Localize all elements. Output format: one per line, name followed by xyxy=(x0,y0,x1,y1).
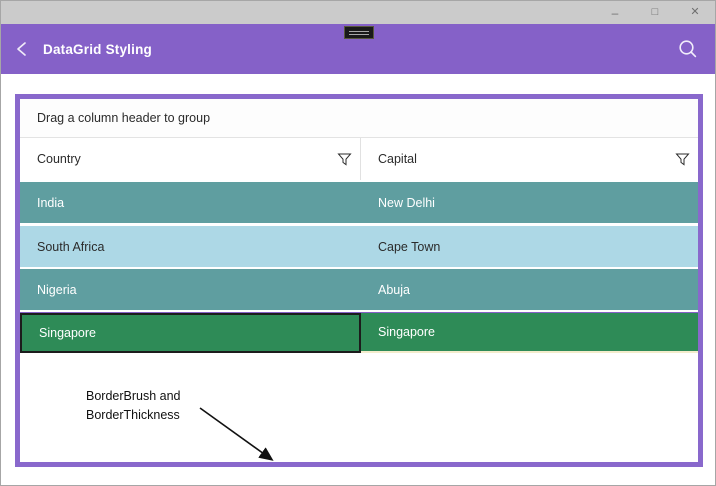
column-header-country[interactable]: Country xyxy=(20,138,361,180)
title-bar: – □ ✕ xyxy=(1,1,715,24)
group-drop-area[interactable]: Drag a column header to group xyxy=(20,99,698,138)
minimize-button[interactable]: – xyxy=(611,5,619,20)
close-button[interactable]: ✕ xyxy=(690,6,700,18)
column-header-row: Country Capital xyxy=(20,138,698,180)
cell-capital[interactable]: Abuja xyxy=(378,282,410,297)
cell-country[interactable]: South Africa xyxy=(37,239,105,254)
cell-capital[interactable]: Singapore xyxy=(361,313,698,353)
table-row-selected[interactable]: Singapore Singapore xyxy=(20,312,698,353)
cell-capital[interactable]: New Delhi xyxy=(378,195,435,210)
cell-country[interactable]: Nigeria xyxy=(37,282,77,297)
annotation-line2: BorderThickness xyxy=(86,408,180,422)
column-header-label: Capital xyxy=(378,152,417,166)
table-row[interactable]: South Africa Cape Town xyxy=(20,226,698,267)
datagrid: Drag a column header to group Country Ca… xyxy=(15,94,703,467)
search-icon[interactable] xyxy=(678,39,698,59)
filter-icon[interactable] xyxy=(675,152,690,167)
filter-icon[interactable] xyxy=(337,152,352,167)
column-header-capital[interactable]: Capital xyxy=(361,138,698,180)
annotation-line1: BorderBrush and xyxy=(86,389,181,403)
cell-capital[interactable]: Cape Town xyxy=(378,239,441,254)
table-row[interactable]: India New Delhi xyxy=(20,182,698,223)
row-region: India New Delhi South Africa Cape Town N… xyxy=(20,180,698,353)
cell-country[interactable]: India xyxy=(37,195,65,210)
maximize-button[interactable]: □ xyxy=(651,6,659,18)
annotation-text: BorderBrush and BorderThickness xyxy=(86,387,181,425)
cell-country-current[interactable]: Singapore xyxy=(20,313,361,353)
back-icon[interactable] xyxy=(14,40,32,58)
column-header-label: Country xyxy=(37,152,81,166)
annotation-arrow xyxy=(199,407,274,461)
table-row[interactable]: Nigeria Abuja xyxy=(20,269,698,310)
window-drag-grip-icon xyxy=(344,26,374,39)
page-title: DataGrid Styling xyxy=(43,41,152,57)
